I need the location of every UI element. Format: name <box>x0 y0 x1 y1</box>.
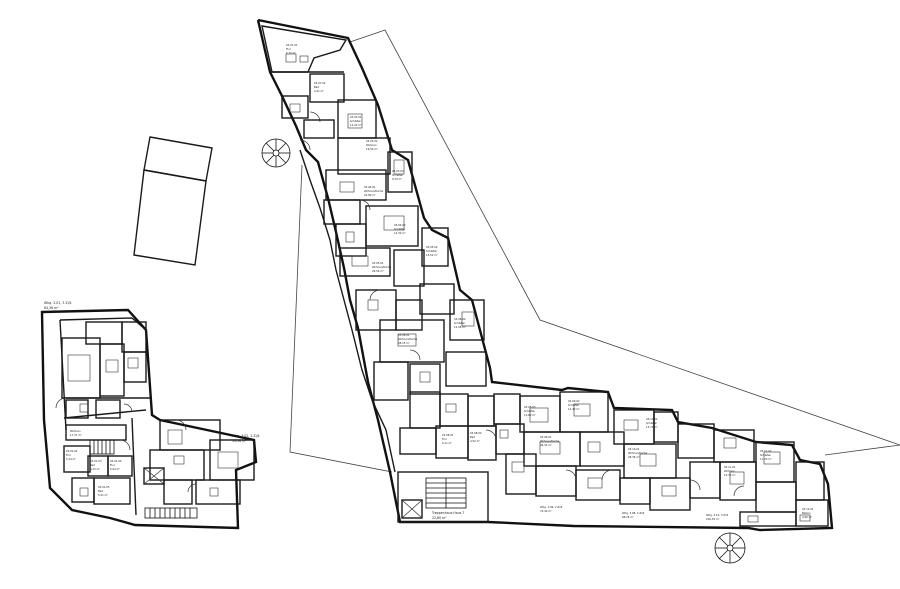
room-id: 03.01.02 <box>66 449 78 453</box>
room-area: 12,40 m² <box>568 407 580 411</box>
room-label: Flur <box>286 47 292 51</box>
room-id: 03.11.01 <box>724 465 736 469</box>
room-area: 13,71 m² <box>646 425 658 429</box>
room-label: Schlafen <box>568 403 580 407</box>
detached-structure <box>133 136 213 266</box>
room-id: 03.10.01 <box>628 447 640 451</box>
room-id: 03.08.01 <box>442 433 454 437</box>
room-area: 12,58 m² <box>454 325 466 329</box>
room-label: Wohnen <box>366 143 377 147</box>
room-area: 12,30 m² <box>394 231 406 235</box>
room-id: 03.03.01 <box>350 115 362 119</box>
room-label: Schlafen <box>392 173 404 177</box>
room-label: Schlafen <box>524 409 536 413</box>
unit-b-title: Whg. 3.02, 2 Zi/4 <box>232 434 260 438</box>
room-label: Wohnen/Küche <box>628 451 648 455</box>
room-label: Flur <box>66 453 72 457</box>
unit-tag: 74,40 m² <box>540 509 552 513</box>
room-area: 24,80 m² <box>364 193 376 197</box>
room-area: 12,71 m² <box>724 473 736 477</box>
unit-tag: Whg. 3.08, 2 Zi/4 <box>622 511 645 515</box>
room-label: Schlafen <box>394 227 406 231</box>
room-area: 9,70 m² <box>392 177 402 181</box>
room-area: 5,21 m² <box>98 493 108 497</box>
room-label: Wohnen <box>724 469 735 473</box>
stair-label: Treppenhaus Haus 7 <box>431 511 464 515</box>
room-area: 4,90 m² <box>802 515 812 519</box>
unit-tag: Whg. 3.10, 3 Zi/4 <box>706 513 729 517</box>
spiral-stair-north <box>261 138 291 168</box>
room-label: Schlafen <box>426 249 438 253</box>
room-label: Wohnen/Küche <box>372 265 392 269</box>
room-label: Bad <box>314 85 319 89</box>
room-area: 12,20 m² <box>350 123 362 127</box>
room-area: 28,36 m² <box>628 455 640 459</box>
room-label: Wohnen/Küche <box>364 189 384 193</box>
room-label: Bad <box>98 489 103 493</box>
room-id: 03.07.01 <box>286 43 298 47</box>
site-boundary <box>289 29 900 473</box>
room-id: 03.06.01 <box>398 333 410 337</box>
room-id: 03.09.02 <box>568 399 580 403</box>
room-id: 03.12.01 <box>802 507 814 511</box>
room-label: Schlafen <box>454 321 466 325</box>
room-id: 03.03.02 <box>366 139 378 143</box>
room-area: 4,33 m² <box>90 467 100 471</box>
room-id: 03.08.03 <box>524 405 536 409</box>
room-area: 11,60 m² <box>524 413 536 417</box>
room-id: 03.08.02 <box>470 431 482 435</box>
room-label: Balkon <box>802 511 811 515</box>
unit-tag: 68,24 m² <box>622 515 634 519</box>
unit-area: 84,36 m² <box>44 306 59 310</box>
room-id: 03.03.03 <box>392 169 404 173</box>
unit-tag: Whg. 3.06, 2 Zi/4 <box>540 505 563 509</box>
room-label: Schlafen <box>646 421 658 425</box>
room-area: 28,15 m² <box>398 341 410 345</box>
room-id: 03.01.03 <box>90 459 102 463</box>
room-id: 03.01.04 <box>110 459 122 463</box>
room-id: 03.09.01 <box>540 435 552 439</box>
room-id: 03.01.05 <box>98 485 110 489</box>
room-label: Wohnen <box>70 429 81 433</box>
room-area: 29,56 m² <box>372 269 384 273</box>
room-label: Flur <box>110 463 116 467</box>
room-label: Schlafen <box>350 119 362 123</box>
room-label: Wohnen/Küche <box>540 439 560 443</box>
west-building <box>40 308 258 530</box>
room-id: 03.10.02 <box>646 417 658 421</box>
room-area: 6,11 m² <box>442 441 452 445</box>
room-area: 5,54 m² <box>110 467 120 471</box>
room-area: 11,70 m² <box>760 457 772 461</box>
room-label: Flur <box>442 437 448 441</box>
unit-title: Whg. 3.01, 3 Zi/4 <box>44 301 72 305</box>
room-label: Schlafen <box>760 453 772 457</box>
room-id: 03.04.02 <box>394 223 406 227</box>
main-building-labels: Treppenhaus Haus 7 22,80 m² 03.07.01 Flu… <box>286 43 814 521</box>
room-area: 5,72 m² <box>286 51 296 55</box>
west-building-labels: Whg. 3.01, 3 Zi/4 84,36 m² Whg. 3.02, 2 … <box>44 301 260 497</box>
room-area: 19,50 m² <box>366 147 378 151</box>
unit-b-area: 54,36 m² <box>232 439 247 443</box>
room-id: 03.05.01 <box>372 261 384 265</box>
unit-tag: 106,39 m² <box>706 517 719 521</box>
main-building <box>256 18 834 532</box>
room-area: 14,52 m² <box>426 253 438 257</box>
room-label: Wohnen/Küche <box>398 337 418 341</box>
room-area: 17,37 m² <box>70 433 82 437</box>
stair-area: 22,80 m² <box>432 516 447 520</box>
spiral-stair-south <box>714 532 746 564</box>
room-area: 26,32 m² <box>540 443 552 447</box>
room-area: 4,52 m² <box>470 439 480 443</box>
room-area: 5,14 m² <box>66 457 76 461</box>
room-id: 03.07.02 <box>314 81 326 85</box>
room-id: 03.05.02 <box>426 245 438 249</box>
room-label: Bad <box>470 435 475 439</box>
room-id: 03.04.01 <box>364 185 376 189</box>
room-id: 03.11.02 <box>760 449 772 453</box>
room-label: Bad <box>90 463 95 467</box>
room-area: 4,21 m² <box>314 89 324 93</box>
room-id: 03.06.02 <box>454 317 466 321</box>
